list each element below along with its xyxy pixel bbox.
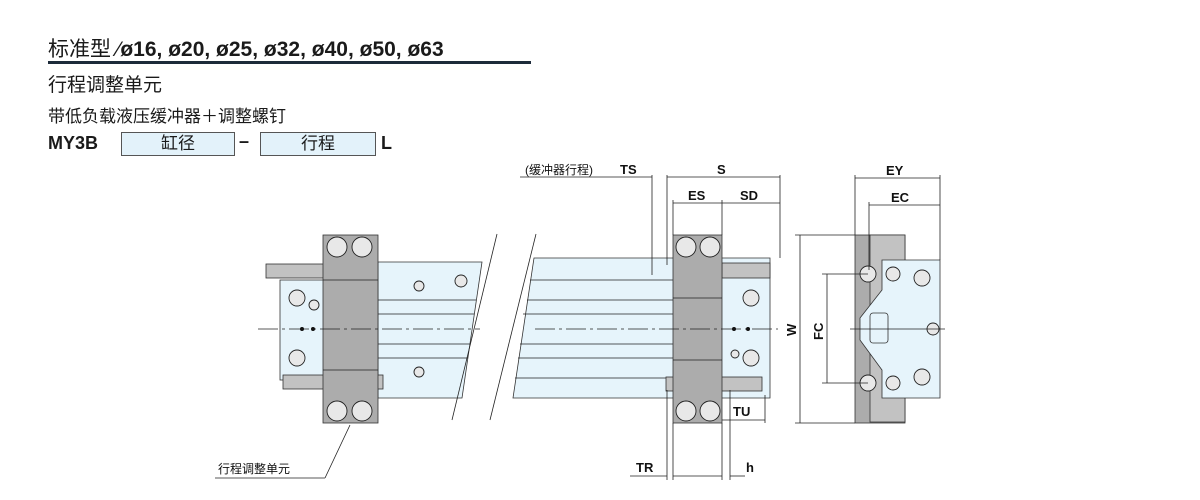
cylinder-right-section (512, 234, 778, 424)
cylinder-left-section (258, 234, 483, 424)
dimension-lines (215, 175, 941, 480)
page-title: 标准型 ∕ø16, ø20, ø25, ø32, ø40, ø50, ø63 (48, 38, 444, 61)
dim-s: S (717, 162, 726, 177)
model-suffix: L (381, 133, 392, 153)
dim-w: W (784, 323, 799, 336)
dim-es: ES (688, 188, 706, 203)
callout-label: 行程调整单元 (218, 461, 290, 476)
subtitle: 行程调整单元 (48, 75, 163, 96)
description: 带低负载液压缓冲器＋调整螺钉 (48, 107, 286, 126)
dim-ec: EC (891, 190, 910, 205)
break-line (489, 233, 537, 421)
model-separator: – (239, 131, 250, 151)
dim-ey: EY (886, 163, 904, 178)
title-underline (48, 61, 531, 64)
dim-sd: SD (740, 188, 758, 203)
dim-tr: TR (636, 460, 654, 475)
model-prefix: MY3B (48, 133, 99, 153)
stroke-field: 行程 (260, 132, 376, 156)
ts-note-label: (缓冲器行程) (525, 162, 593, 177)
dim-ts: TS (620, 162, 637, 177)
dim-fc: FC (811, 322, 826, 340)
end-view (850, 234, 945, 424)
break-line (451, 233, 498, 421)
bore-field: 缸径 (121, 132, 235, 156)
dim-tu: TU (733, 404, 750, 419)
dim-h: h (746, 460, 754, 475)
